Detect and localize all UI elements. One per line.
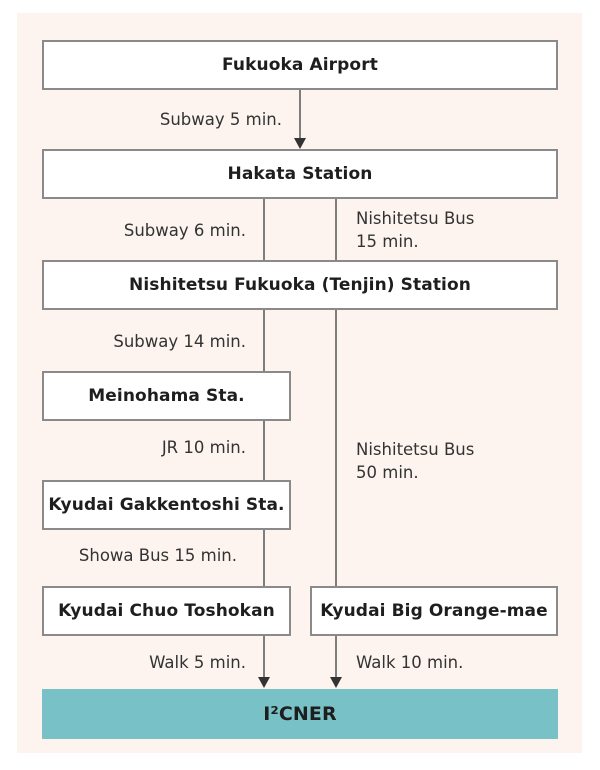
line-bigorange-dest (335, 634, 337, 678)
node-i2cner-destination: I²CNER (42, 689, 558, 739)
node-big-orange-mae: Kyudai Big Orange-mae (310, 586, 558, 636)
line-chuo-dest (263, 634, 265, 678)
node-fukuoka-airport: Fukuoka Airport (42, 40, 558, 90)
line-tenjin-meinohama (263, 309, 265, 372)
label-tenjin-bigorange-line1: Nishitetsu Bus (356, 440, 475, 459)
label-bigorange-dest: Walk 10 min. (356, 653, 464, 672)
line-airport-hakata (299, 89, 301, 139)
node-gakkentoshi: Kyudai Gakkentoshi Sta. (42, 480, 291, 530)
line-left-trunk (263, 198, 265, 261)
node-tenjin-station: Nishitetsu Fukuoka (Tenjin) Station (42, 260, 558, 310)
line-right-trunk (335, 198, 337, 261)
arrow-down-icon (330, 677, 342, 688)
line-tenjin-bigorange (335, 309, 337, 587)
node-hakata-station: Hakata Station (42, 149, 558, 199)
node-meinohama: Meinohama Sta. (42, 371, 291, 421)
line-gakkentoshi-chuo (263, 529, 265, 587)
label-hakata-tenjin-bus-line1: Nishitetsu Bus (356, 209, 475, 228)
label-tenjin-meinohama: Subway 14 min. (113, 332, 246, 351)
label-gakkentoshi-chuo: Showa Bus 15 min. (78, 546, 237, 565)
arrow-down-icon (294, 138, 306, 149)
label-hakata-tenjin-bus-line2: 15 min. (356, 232, 419, 251)
label-chuo-dest: Walk 5 min. (149, 653, 246, 672)
label-tenjin-bigorange-line2: 50 min. (356, 463, 419, 482)
label-airport-hakata: Subway 5 min. (159, 110, 282, 129)
line-meinohama-gakkentoshi (263, 420, 265, 481)
label-meinohama-gakkentoshi: JR 10 min. (161, 438, 246, 457)
arrow-down-icon (258, 677, 270, 688)
node-chuo-toshokan: Kyudai Chuo Toshokan (42, 586, 291, 636)
label-hakata-tenjin-subway: Subway 6 min. (123, 221, 246, 240)
